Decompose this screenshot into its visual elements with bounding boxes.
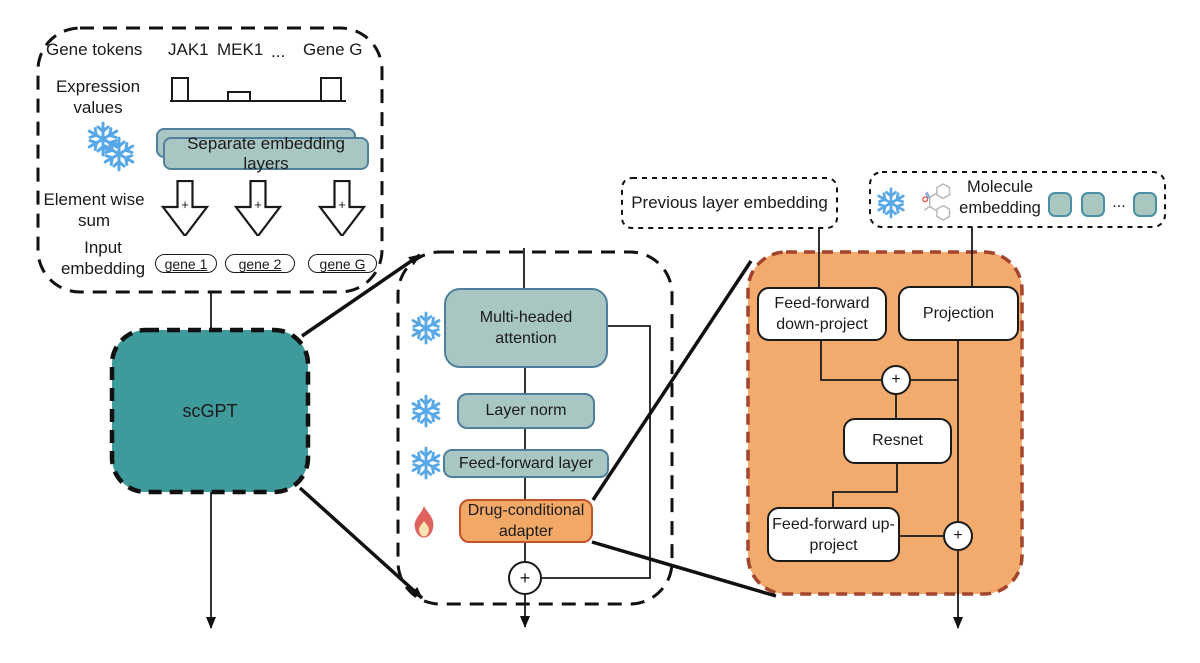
projection-label: Projection bbox=[922, 304, 995, 322]
drug-conditional-adapter-box: Drug-conditional adapter bbox=[459, 499, 593, 543]
input-embedding-line2: embedding bbox=[60, 259, 146, 278]
resnet-box: Resnet bbox=[843, 418, 952, 464]
expression-bar-high-1 bbox=[171, 77, 189, 102]
separate-embedding-layers-label: Separate embedding layers bbox=[187, 133, 345, 173]
molecule-embedding-label: Molecule embedding bbox=[953, 177, 1047, 219]
plus-symbol: + bbox=[519, 567, 531, 588]
gene-g-label: gene G bbox=[319, 255, 366, 272]
snowflake-icon bbox=[411, 446, 441, 480]
molecule-line2: embedding bbox=[959, 199, 1041, 217]
previous-layer-embedding-label: Previous layer embedding bbox=[622, 178, 837, 228]
element-wise-line1: Element wise bbox=[43, 190, 145, 209]
residual-sum-node: + bbox=[508, 561, 542, 595]
plus-symbol: + bbox=[254, 197, 262, 212]
embedding-token-square bbox=[1081, 192, 1105, 217]
embedding-ellipsis: ... bbox=[1112, 194, 1126, 211]
molecule-icon bbox=[922, 183, 951, 221]
gene-2-label: gene 2 bbox=[238, 255, 282, 272]
adapter-line1: Drug-conditional bbox=[467, 502, 585, 519]
down-project-line1: Feed-forward bbox=[774, 295, 870, 312]
mha-line1: Multi-headed bbox=[479, 309, 573, 326]
token-jak1: JAK1 bbox=[168, 40, 209, 59]
gene-g-pill: gene G bbox=[308, 254, 377, 273]
expression-line1: Expression bbox=[55, 77, 141, 96]
feed-forward-layer-box: Feed-forward layer bbox=[443, 449, 609, 478]
expression-baseline bbox=[170, 100, 346, 102]
plus-symbol: + bbox=[953, 527, 963, 544]
adapter-line2: adapter bbox=[498, 523, 554, 540]
up-project-line1: Feed-forward up- bbox=[772, 515, 895, 533]
scgpt-text: scGPT bbox=[182, 400, 238, 421]
scgpt-label: scGPT bbox=[112, 330, 308, 492]
element-wise-line2: sum bbox=[77, 211, 111, 230]
layer-norm-box: Layer norm bbox=[457, 393, 595, 429]
token-mek1: MEK1 bbox=[217, 40, 264, 59]
snowflake-icon bbox=[411, 394, 441, 428]
expression-values-label: Expression values bbox=[42, 76, 154, 118]
input-embedding-label: Input embedding bbox=[48, 237, 158, 279]
previous-layer-box bbox=[621, 177, 838, 229]
mha-line2: attention bbox=[495, 330, 557, 347]
gene-1-pill: gene 1 bbox=[155, 254, 217, 273]
snowflake-icon bbox=[103, 136, 135, 172]
embedding-token-square bbox=[1133, 192, 1157, 217]
adapter-sum-node-1: + bbox=[881, 365, 911, 395]
input-embedding-line1: Input bbox=[84, 238, 122, 257]
expression-bar-high-2 bbox=[320, 77, 342, 102]
separate-embedding-layers-box: Separate embedding layers bbox=[163, 134, 369, 173]
feed-forward-label: Feed-forward layer bbox=[458, 454, 594, 472]
down-project-line2: down-project bbox=[776, 316, 868, 333]
token-gene-g: Gene G bbox=[303, 40, 363, 59]
plus-symbol: + bbox=[891, 371, 901, 388]
adapter-sum-node-2: + bbox=[943, 521, 973, 551]
snowflake-icon bbox=[877, 187, 905, 219]
up-project-line2: project bbox=[809, 536, 858, 554]
gene-1-label: gene 1 bbox=[164, 255, 208, 272]
molecule-line1: Molecule bbox=[966, 178, 1034, 196]
previous-layer-text: Previous layer embedding bbox=[631, 193, 828, 212]
token-ellipsis: ... bbox=[271, 42, 286, 61]
plus-symbol: + bbox=[181, 197, 189, 212]
gene-2-pill: gene 2 bbox=[225, 254, 295, 273]
fire-icon bbox=[414, 505, 434, 538]
embedding-token-square bbox=[1048, 192, 1072, 217]
projection-box: Projection bbox=[898, 286, 1019, 341]
gene-tokens-label: Gene tokens bbox=[46, 40, 143, 59]
expression-bar-low bbox=[227, 91, 251, 102]
scgpt-box bbox=[109, 327, 311, 495]
resnet-label: Resnet bbox=[872, 432, 923, 449]
layer-norm-label: Layer norm bbox=[485, 402, 567, 419]
feed-forward-up-project-box: Feed-forward up- project bbox=[767, 507, 900, 562]
expression-line2: values bbox=[73, 98, 123, 117]
snowflake-icon bbox=[411, 311, 441, 345]
element-wise-sum-label: Element wise sum bbox=[38, 189, 150, 231]
multi-headed-attention-box: Multi-headed attention bbox=[444, 288, 608, 368]
feed-forward-down-project-box: Feed-forward down-project bbox=[757, 287, 887, 341]
plus-symbol: + bbox=[338, 197, 346, 212]
